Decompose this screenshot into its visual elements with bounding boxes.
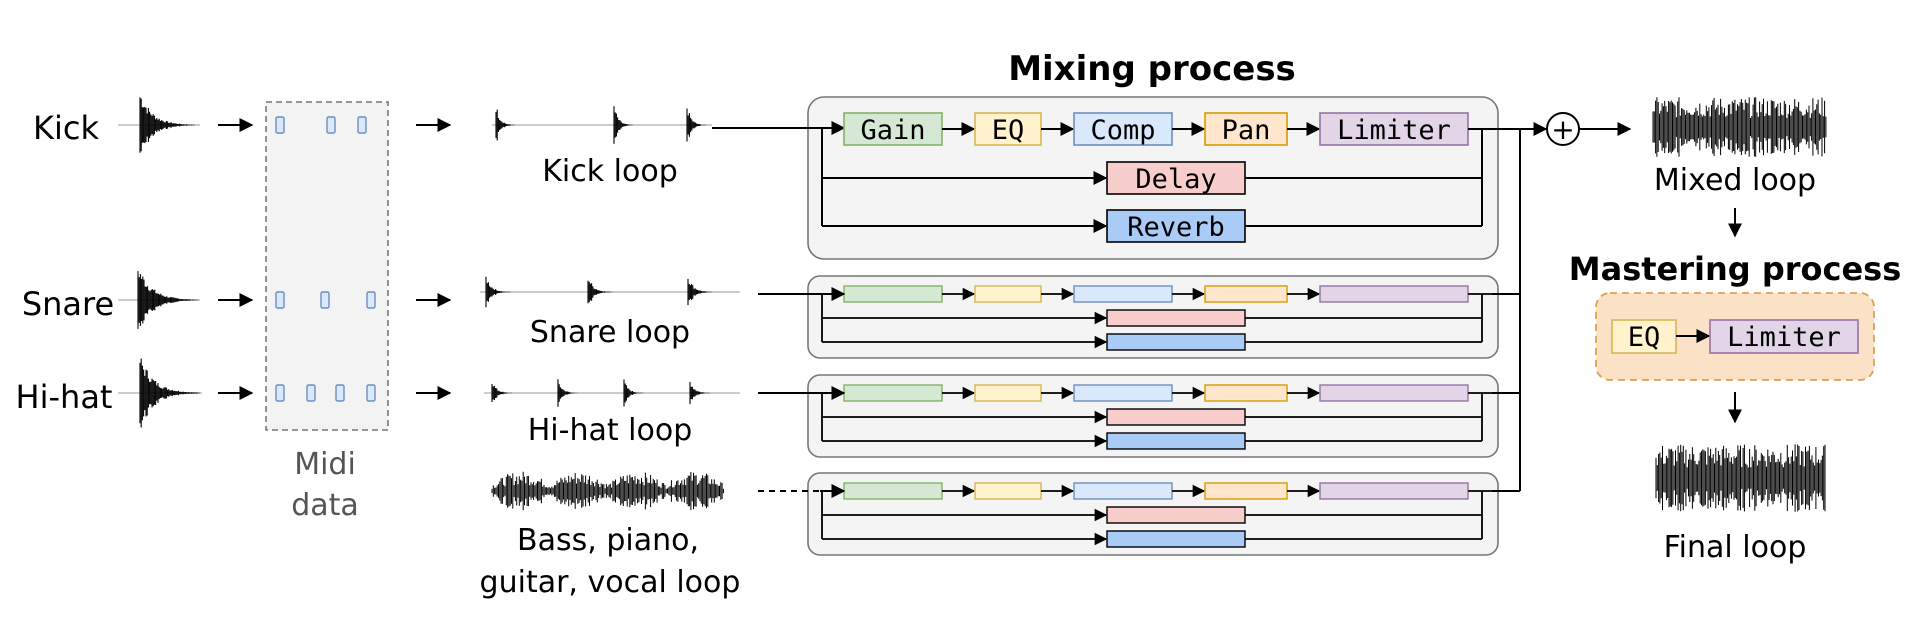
hihat-loop-hit — [689, 381, 710, 405]
pan-label: Pan — [1222, 115, 1271, 146]
mixing-chain-snare — [807, 275, 1499, 359]
input-label-kick: Kick — [33, 109, 99, 147]
snare-loop-hit — [687, 278, 713, 306]
final-wave — [1655, 444, 1826, 512]
gain-box — [843, 482, 943, 500]
delay-box — [1106, 506, 1246, 524]
eq-box — [974, 112, 1042, 146]
hihat-loop-hit — [491, 384, 512, 402]
input-label-hihat: Hi-hat — [16, 378, 113, 416]
hihat-hit — [139, 358, 202, 428]
midi-notes — [275, 116, 376, 402]
pan-box — [1204, 112, 1288, 146]
gain-label: Gain — [860, 115, 925, 146]
midi-label-line2: data — [291, 488, 359, 523]
delay-box — [1106, 309, 1246, 327]
limiter-box — [1319, 384, 1469, 402]
comp-box — [1073, 482, 1173, 500]
eq-label: EQ — [992, 115, 1025, 146]
other-loop-waveform — [491, 471, 724, 511]
limiter-label: Limiter — [1337, 115, 1451, 146]
gain-box — [843, 384, 943, 402]
snare-hit — [137, 271, 198, 329]
eq-box — [974, 384, 1042, 402]
mixing-chain-other — [807, 472, 1499, 556]
eq-box — [974, 482, 1042, 500]
hihat-loop-hit — [623, 379, 644, 407]
sum-symbol: + — [1551, 113, 1574, 146]
midi-note — [366, 291, 376, 309]
midi-note — [306, 384, 316, 402]
gain-box — [843, 112, 943, 146]
other-loop-label-line1: Bass, piano, — [517, 523, 699, 558]
mixing-chain-hihat — [807, 374, 1499, 458]
delay-label: Delay — [1135, 164, 1216, 195]
reverb-box — [1106, 530, 1246, 548]
midi-note — [275, 116, 285, 134]
mixing-chain-kick: Gain EQ Comp Pan Limiter Delay Reverb — [712, 96, 1499, 260]
midi-note — [275, 291, 285, 309]
snare-loop-hit — [587, 280, 613, 304]
midi-label-line1: Midi — [294, 447, 356, 482]
snare-loop-waveform — [480, 276, 740, 308]
pan-box — [1204, 482, 1288, 500]
snare-loop-label: Snare loop — [530, 315, 690, 350]
mastering-process-title: Mastering process — [1569, 250, 1902, 288]
kick-loop-waveform — [492, 106, 712, 144]
midi-note — [326, 116, 336, 134]
kick-loop-hit — [495, 109, 515, 141]
other-loop-label-line2: guitar, vocal loop — [480, 565, 741, 600]
kick-loop-hit — [613, 106, 633, 144]
mixing-process-title: Mixing process — [1008, 49, 1296, 89]
final-loop-label: Final loop — [1664, 530, 1807, 565]
midi-note — [357, 116, 367, 134]
reverb-label: Reverb — [1127, 212, 1225, 243]
midi-note — [366, 384, 376, 402]
snare-loop-hit — [485, 276, 511, 308]
midi-note — [275, 384, 285, 402]
delay-box — [1106, 408, 1246, 426]
midi-note — [335, 384, 345, 402]
comp-label: Comp — [1090, 115, 1155, 146]
mastering-eq-box — [1611, 319, 1677, 354]
kick-hit — [139, 97, 195, 153]
comp-box — [1073, 285, 1173, 303]
reverb-box — [1106, 432, 1246, 450]
kick-loop-label: Kick loop — [542, 154, 678, 189]
final-loop-waveform — [1655, 444, 1826, 512]
eq-box — [974, 285, 1042, 303]
comp-box — [1073, 112, 1173, 146]
snare-sample-waveform — [118, 271, 200, 329]
other-loop-wave — [491, 471, 724, 511]
mastering-eq-label: EQ — [1628, 322, 1661, 353]
midi-data-box — [265, 101, 389, 431]
kick-sample-waveform — [118, 97, 200, 153]
mixed-wave — [1652, 97, 1827, 157]
gain-box — [843, 285, 943, 303]
limiter-box — [1319, 285, 1469, 303]
limiter-box — [1319, 482, 1469, 500]
mastering-limiter-box — [1709, 319, 1859, 354]
pan-box — [1204, 384, 1288, 402]
pan-box — [1204, 285, 1288, 303]
mixed-loop-label: Mixed loop — [1654, 163, 1816, 198]
reverb-box — [1106, 333, 1246, 351]
input-label-snare: Snare — [22, 285, 114, 323]
hihat-sample-waveform — [118, 358, 202, 428]
midi-note — [320, 291, 330, 309]
mixed-loop-waveform — [1652, 97, 1827, 157]
mastering-limiter-label: Limiter — [1727, 322, 1841, 353]
kick-loop-hit — [686, 108, 706, 142]
comp-box — [1073, 384, 1173, 402]
hihat-loop-label: Hi-hat loop — [528, 413, 693, 448]
hihat-loop-waveform — [484, 379, 740, 407]
hihat-loop-hit — [557, 379, 578, 407]
